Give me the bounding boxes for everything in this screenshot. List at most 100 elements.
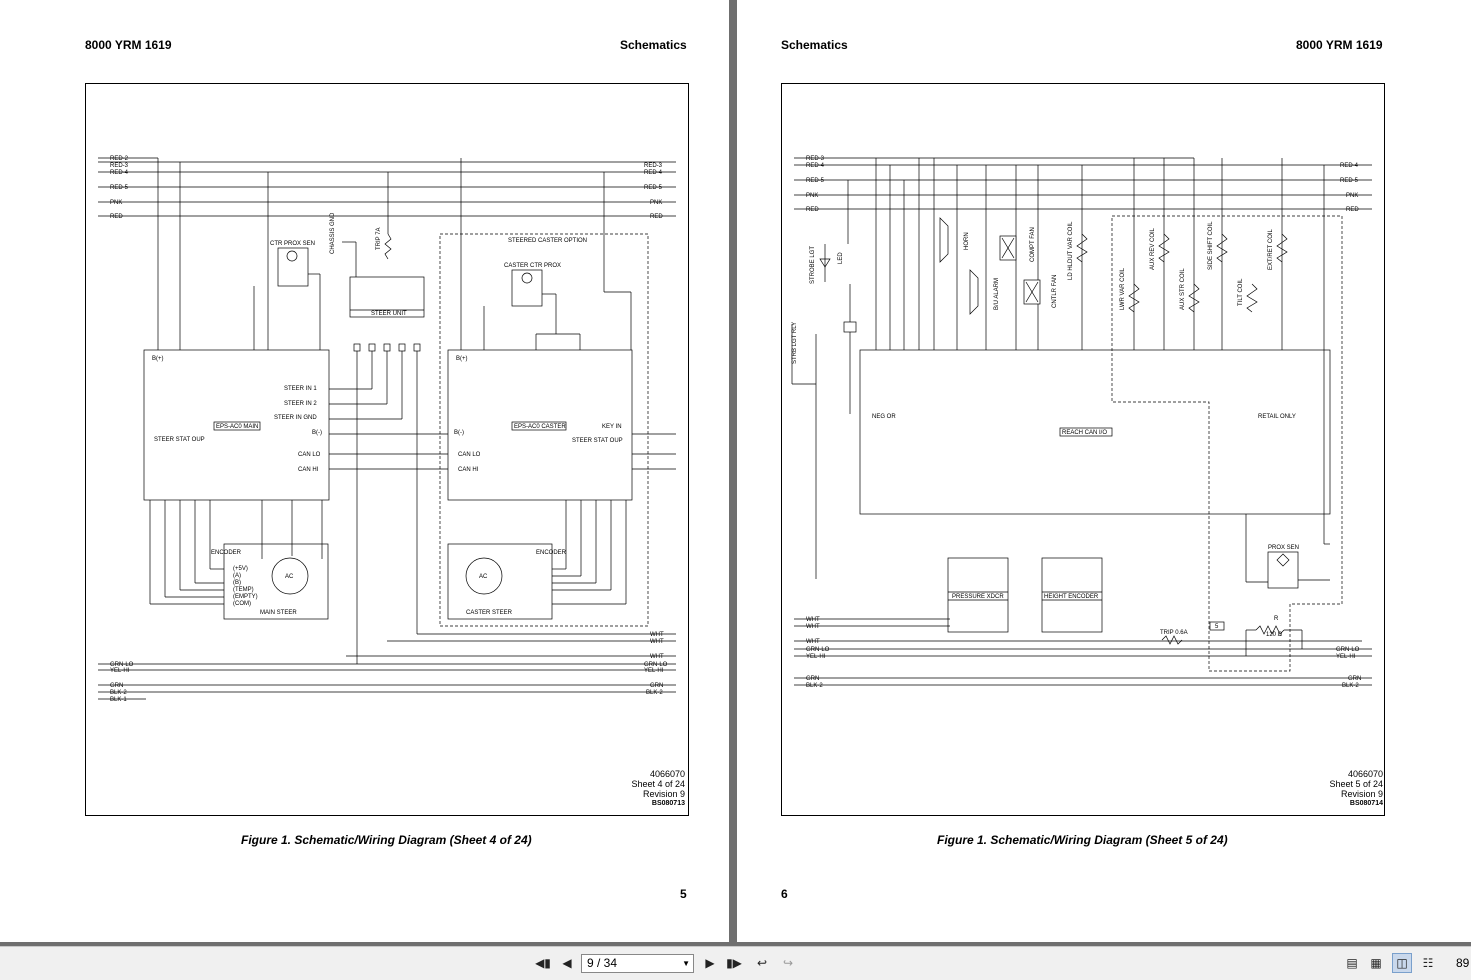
next-page-icon: ▶	[705, 956, 715, 970]
strobe-light: STROBE LGT LED	[810, 244, 844, 284]
schematic-sheet-4: RED-2 RED-3 RED-4 RED-5 PNK RED RED-3 RE…	[98, 156, 676, 703]
svg-text:GRN: GRN	[1348, 676, 1361, 682]
bottom-bus-lines	[98, 633, 676, 700]
figure-caption: Figure 1. Schematic/Wiring Diagram (Shee…	[241, 833, 532, 847]
main-steer-motor: ENCODER MAIN STEER AC (+5V) (A) (B) (TEM…	[149, 500, 329, 620]
first-page-icon: ◀▮	[535, 956, 551, 970]
svg-text:BLK-2: BLK-2	[1342, 683, 1359, 689]
svg-text:CTR PROX SEN: CTR PROX SEN	[270, 241, 315, 247]
prox-sensor: PROX SEN	[1245, 514, 1330, 589]
first-page-button[interactable]: ◀▮	[533, 953, 553, 973]
svg-text:BLK-2: BLK-2	[806, 683, 823, 689]
bus-label: PNK	[650, 200, 662, 206]
svg-text:CASTER CTR PROX: CASTER CTR PROX	[504, 263, 561, 269]
svg-text:120 Ω: 120 Ω	[1266, 632, 1283, 638]
svg-text:BLK-2: BLK-2	[110, 690, 127, 696]
height-encoder: HEIGHT ENCODER	[1041, 557, 1103, 633]
header-section: Schematics	[781, 38, 848, 52]
bus-label: RED	[650, 214, 663, 220]
svg-text:CNTLR FAN: CNTLR FAN	[1052, 275, 1058, 308]
svg-text:STEER IN 1: STEER IN 1	[284, 386, 317, 392]
svg-text:STRB LGT RLY: STRB LGT RLY	[792, 322, 798, 364]
svg-text:WHT: WHT	[806, 639, 820, 645]
last-page-icon: ▮▶	[726, 956, 742, 970]
svg-text:TRIP 7A: TRIP 7A	[376, 227, 382, 250]
svg-text:TRIP 0.6A: TRIP 0.6A	[1160, 630, 1188, 636]
drawing-info: 4066070 Sheet 5 of 24 Revision 9 BS08071…	[1329, 769, 1383, 807]
svg-text:WHT: WHT	[806, 617, 820, 623]
svg-text:GRN-LO: GRN-LO	[806, 647, 830, 653]
compartment-fan: COMPT FAN	[999, 227, 1036, 262]
coils: LD HLDUT VAR COIL LWR VAR COIL AUX REV C…	[1068, 221, 1288, 313]
diagram-frame: RED-3 RED-4 RED-5 PNK RED RED-4 RED-5 PN…	[781, 83, 1385, 816]
svg-text:AUX STR COIL: AUX STR COIL	[1180, 268, 1186, 310]
svg-text:STEER UNIT: STEER UNIT	[371, 311, 407, 317]
svg-text:RED-5: RED-5	[806, 178, 825, 184]
chevron-down-icon: ▼	[682, 959, 690, 968]
svg-text:(B): (B)	[233, 580, 241, 586]
svg-text:BLK-2: BLK-2	[646, 690, 663, 696]
svg-text:B(+): B(+)	[152, 356, 164, 362]
svg-text:PNK: PNK	[806, 193, 818, 199]
continuous-page-icon: ▦	[1370, 956, 1382, 970]
svg-text:CAN HI: CAN HI	[458, 467, 479, 473]
eps-main-module: B(+) EPS-AC0 MAIN STEER IN 1 STEER IN 2 …	[143, 349, 676, 501]
svg-text:(A): (A)	[233, 573, 241, 579]
svg-text:HEIGHT ENCODER: HEIGHT ENCODER	[1044, 594, 1099, 600]
page-number: 6	[781, 887, 788, 901]
svg-text:HORN: HORN	[964, 232, 970, 250]
svg-text:STEER IN 2: STEER IN 2	[284, 401, 317, 407]
previous-page-icon: ◀	[562, 956, 572, 970]
svg-text:ENCODER: ENCODER	[211, 550, 242, 556]
trip-fuse: TRIP 0.6A	[1160, 630, 1188, 645]
drawing-info: 4066070 Sheet 4 of 24 Revision 9 BS08071…	[631, 769, 685, 807]
go-back-button[interactable]: ↩	[752, 953, 772, 973]
zoom-level[interactable]: 89	[1456, 956, 1470, 970]
svg-text:NEG OR: NEG OR	[872, 414, 896, 420]
bus-label: RED-3	[110, 163, 129, 169]
svg-text:GRN-LO: GRN-LO	[1336, 647, 1360, 653]
svg-text:STROBE LGT: STROBE LGT	[810, 246, 816, 284]
svg-text:LD HLDUT VAR COIL: LD HLDUT VAR COIL	[1068, 221, 1074, 280]
svg-text:MAIN STEER: MAIN STEER	[260, 610, 297, 616]
go-back-icon: ↩	[756, 956, 768, 970]
continuous-view-button[interactable]: ▦	[1366, 953, 1386, 973]
two-page-view-button[interactable]: ◫	[1392, 953, 1412, 973]
strobe-relay: STRB LGT RLY	[791, 284, 857, 579]
svg-text:STEER STAT OUP: STEER STAT OUP	[154, 437, 205, 443]
header-section: Schematics	[620, 38, 687, 52]
figure-caption: Figure 1. Schematic/Wiring Diagram (Shee…	[937, 833, 1228, 847]
bus-label: RED-5	[644, 185, 663, 191]
svg-text:R: R	[1274, 616, 1279, 622]
last-page-button[interactable]: ▮▶	[724, 953, 744, 973]
svg-text:BLK-1: BLK-1	[110, 697, 127, 703]
svg-text:B(-): B(-)	[312, 430, 322, 436]
callout-5: 5	[1209, 621, 1225, 631]
svg-text:YEL-HI: YEL-HI	[644, 668, 664, 674]
svg-text:RED-4: RED-4	[1340, 163, 1359, 169]
svg-text:CAN HI: CAN HI	[298, 467, 319, 473]
svg-text:GRN: GRN	[650, 683, 663, 689]
previous-page-button[interactable]: ◀	[557, 953, 577, 973]
svg-text:GRN: GRN	[806, 676, 819, 682]
two-page-continuous-icon: ☷	[1422, 956, 1434, 970]
ctr-prox-sensor: CTR PROX SEN	[253, 241, 321, 350]
svg-text:AC: AC	[285, 574, 294, 580]
pressure-transducer: PRESSURE XDCR	[947, 557, 1009, 633]
svg-text:CAN LO: CAN LO	[458, 452, 481, 458]
svg-text:COMPT FAN: COMPT FAN	[1030, 227, 1036, 262]
document-viewer[interactable]: 8000 YRM 1619 Schematics	[0, 0, 1471, 946]
svg-text:LED: LED	[838, 252, 844, 264]
svg-text:RETAIL ONLY: RETAIL ONLY	[1258, 414, 1296, 420]
svg-text:RED: RED	[1346, 207, 1359, 213]
svg-text:(+5V): (+5V)	[233, 566, 248, 572]
horn: HORN	[939, 217, 970, 263]
next-page-button[interactable]: ▶	[700, 953, 720, 973]
page-number: 5	[680, 887, 687, 901]
svg-text:REACH CAN I/O: REACH CAN I/O	[1062, 430, 1107, 436]
page-number-field[interactable]: 9 / 34 ▼	[581, 954, 694, 973]
single-page-view-button[interactable]: ▤	[1342, 953, 1362, 973]
go-forward-button[interactable]: ↪	[778, 953, 798, 973]
two-page-continuous-button[interactable]: ☷	[1418, 953, 1438, 973]
eps-caster-module: B(+) EPS-AC0 CASTER B(-) CAN LO CAN HI K…	[447, 349, 633, 501]
